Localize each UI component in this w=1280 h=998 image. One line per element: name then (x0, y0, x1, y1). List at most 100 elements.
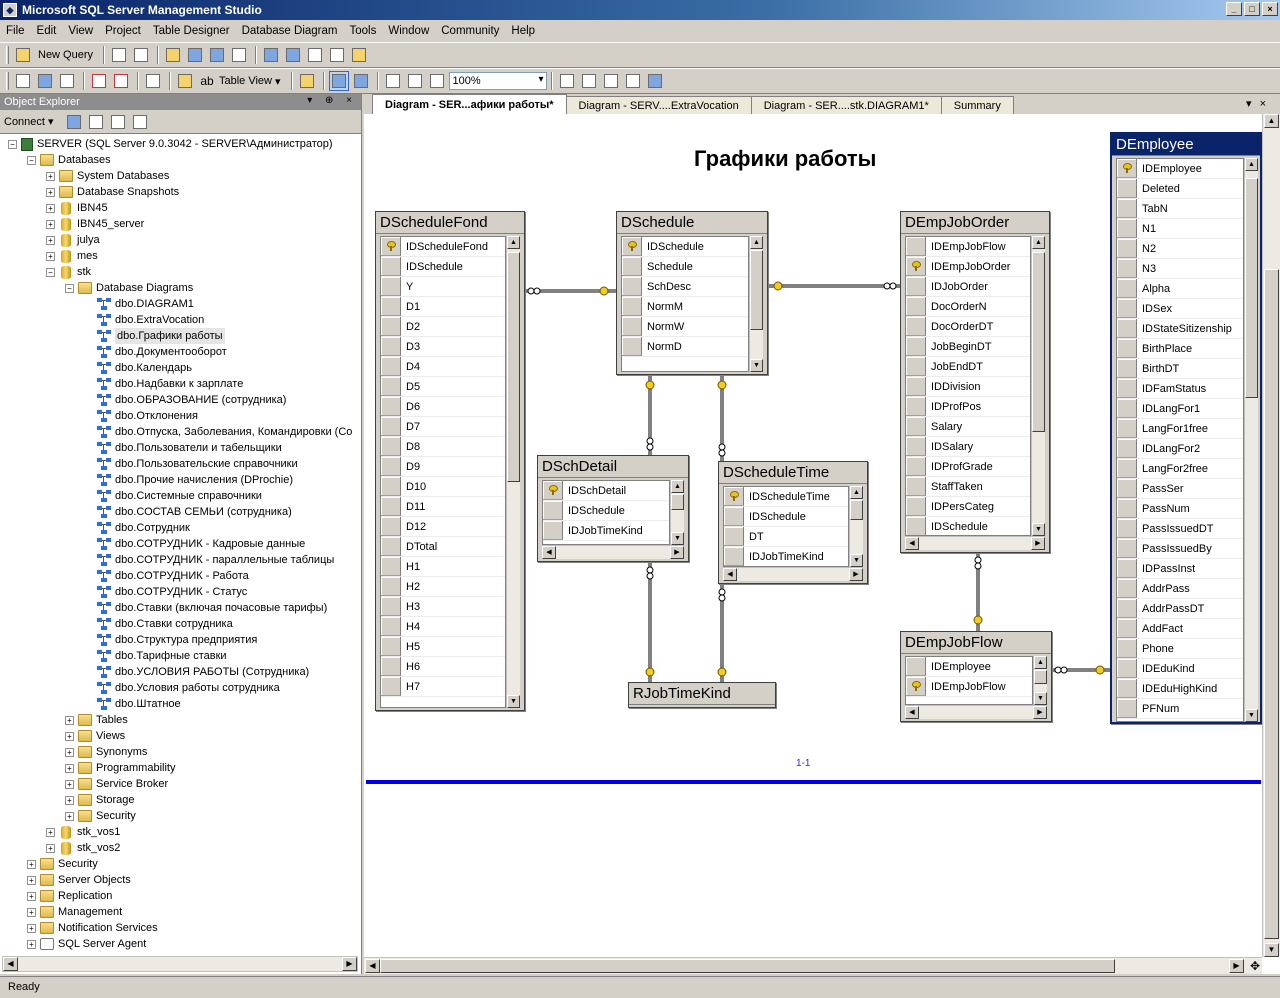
properties-icon[interactable] (327, 45, 347, 65)
new-file-icon[interactable] (109, 45, 129, 65)
column-row[interactable]: Alpha (1117, 279, 1243, 299)
document-tab[interactable]: Summary (940, 96, 1014, 114)
scroll-down-icon[interactable]: ▼ (850, 554, 863, 567)
column-row[interactable]: Deleted (1117, 179, 1243, 199)
manage-fulltext-icon[interactable] (601, 71, 621, 91)
tree-node[interactable]: dbo.ExtraVocation (0, 312, 358, 328)
column-row[interactable]: IDSalary (906, 437, 1030, 457)
row-selector[interactable] (543, 521, 563, 540)
collapse-icon[interactable]: − (27, 155, 36, 165)
expand-icon[interactable]: + (46, 187, 55, 197)
tree-node[interactable]: +Programmability (0, 760, 358, 776)
table-hscroll[interactable]: ◀▶ (905, 705, 1047, 719)
scroll-right-icon[interactable]: ▶ (1031, 537, 1045, 550)
tree-node[interactable]: −SERVER (SQL Server 9.0.3042 - SERVER\Ад… (0, 136, 358, 152)
row-selector[interactable] (381, 237, 401, 256)
diagram-vscroll[interactable]: ▲ ▼ (1262, 114, 1280, 957)
menu-window[interactable]: Window (388, 25, 430, 37)
table-view-dropdown[interactable]: Table View▾ (219, 75, 281, 88)
column-row[interactable]: NormM (622, 297, 748, 317)
row-selector[interactable] (1117, 339, 1137, 358)
table-vscroll[interactable]: ▲▼ (1033, 656, 1047, 705)
row-selector[interactable] (906, 257, 926, 276)
show-relationship-labels-icon[interactable] (297, 71, 317, 91)
table-title[interactable]: DEmployee (1112, 134, 1260, 156)
row-selector[interactable] (1117, 199, 1137, 218)
row-selector[interactable] (622, 297, 642, 316)
expand-icon[interactable]: + (27, 923, 36, 933)
column-row[interactable]: JobEndDT (906, 357, 1030, 377)
scroll-left-icon[interactable]: ◀ (905, 706, 919, 719)
table-hscroll[interactable]: ◀▶ (723, 567, 863, 581)
tree-node[interactable]: dbo.Условия работы сотрудника (0, 680, 358, 696)
tree-node[interactable]: −Database Diagrams (0, 280, 358, 296)
add-table-icon[interactable] (13, 71, 33, 91)
row-selector[interactable] (381, 437, 401, 456)
column-row[interactable]: H2 (381, 577, 505, 597)
disconnect-icon[interactable] (86, 112, 106, 132)
row-selector[interactable] (1117, 559, 1137, 578)
row-selector[interactable] (906, 377, 926, 396)
column-row[interactable]: StaffTaken (906, 477, 1030, 497)
column-row[interactable]: D3 (381, 337, 505, 357)
column-row[interactable]: IDPersCateg (906, 497, 1030, 517)
new-table-icon[interactable] (35, 71, 55, 91)
tree-node[interactable]: +Database Snapshots (0, 184, 358, 200)
row-selector[interactable] (1117, 459, 1137, 478)
row-selector[interactable] (381, 417, 401, 436)
row-selector[interactable] (1117, 419, 1137, 438)
manage-check-constraints-icon[interactable] (645, 71, 665, 91)
tree-node[interactable]: dbo.СОТРУДНИК - Работа (0, 568, 358, 584)
column-row[interactable]: D5 (381, 377, 505, 397)
row-selector[interactable] (724, 507, 744, 526)
tree-node[interactable]: +stk_vos1 (0, 824, 358, 840)
tree-node[interactable]: dbo.Системные справочники (0, 488, 358, 504)
row-selector[interactable] (1117, 579, 1137, 598)
column-row[interactable]: IDPassInst (1117, 559, 1243, 579)
tree-node[interactable]: dbo.Ставки сотрудника (0, 616, 358, 632)
row-selector[interactable] (906, 337, 926, 356)
tree-node[interactable]: +Management (0, 904, 358, 920)
row-selector[interactable] (1117, 639, 1137, 658)
tree-node[interactable]: dbo.Тарифные ставки (0, 648, 358, 664)
column-row[interactable]: D1 (381, 297, 505, 317)
row-selector[interactable] (906, 297, 926, 316)
new-query-button[interactable]: New Query (13, 45, 93, 65)
tree-node[interactable]: dbo.СОТРУДНИК - Статус (0, 584, 358, 600)
minimize-button[interactable]: _ (1226, 2, 1242, 16)
row-selector[interactable] (1117, 679, 1137, 698)
tree-node[interactable]: +IBN45 (0, 200, 358, 216)
column-row[interactable]: IDJobTimeKind (724, 547, 848, 566)
table-rjobtimekind[interactable]: RJobTimeKind (628, 682, 776, 708)
row-selector[interactable] (381, 457, 401, 476)
manage-relationships-icon[interactable] (557, 71, 577, 91)
scroll-up-icon[interactable]: ▲ (1032, 236, 1045, 249)
column-row[interactable]: JobBeginDT (906, 337, 1030, 357)
table-vscroll[interactable]: ▲▼ (1244, 158, 1258, 722)
row-selector[interactable] (906, 477, 926, 496)
scroll-thumb[interactable] (380, 959, 1115, 973)
expand-icon[interactable]: + (46, 171, 55, 181)
column-row[interactable]: IDProfGrade (906, 457, 1030, 477)
collapse-icon[interactable]: − (65, 283, 74, 293)
row-selector[interactable] (381, 397, 401, 416)
column-row[interactable]: H4 (381, 617, 505, 637)
expand-icon[interactable]: + (65, 795, 74, 805)
menu-tools[interactable]: Tools (349, 25, 377, 37)
row-selector[interactable] (1117, 479, 1137, 498)
column-row[interactable]: IDEmpJobFlow (906, 677, 1032, 697)
menu-edit[interactable]: Edit (36, 25, 57, 37)
expand-icon[interactable]: + (46, 251, 55, 261)
scroll-up-icon[interactable]: ▲ (750, 236, 763, 249)
scroll-right-icon[interactable]: ▶ (1229, 959, 1244, 973)
tree-node[interactable]: +Replication (0, 888, 358, 904)
tree-node[interactable]: dbo.Документооборот (0, 344, 358, 360)
column-row[interactable]: PassIssuedBy (1117, 539, 1243, 559)
row-selector[interactable] (906, 417, 926, 436)
row-selector[interactable] (381, 617, 401, 636)
column-row[interactable]: BirthPlace (1117, 339, 1243, 359)
tree-node[interactable]: +Service Broker (0, 776, 358, 792)
scroll-down-icon[interactable]: ▼ (1032, 523, 1045, 536)
autosize-selected-tables-icon[interactable] (427, 71, 447, 91)
